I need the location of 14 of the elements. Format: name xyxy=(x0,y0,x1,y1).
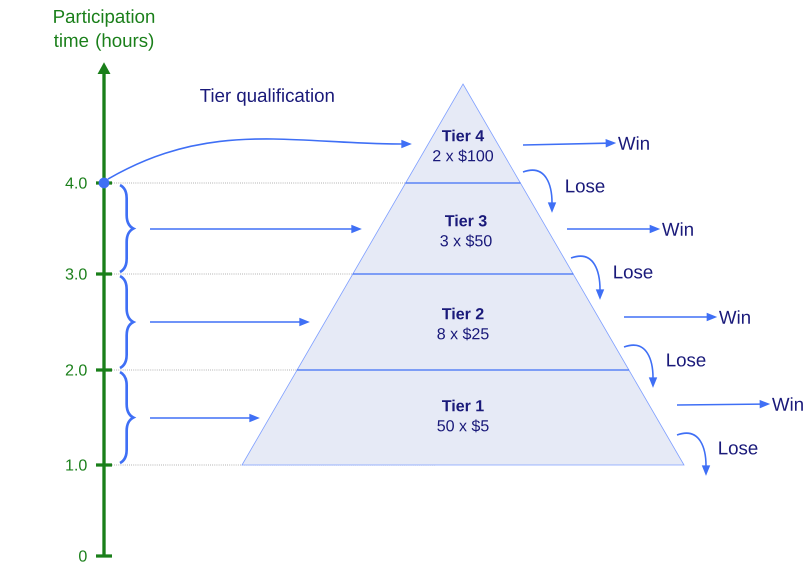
outcome-label: Win xyxy=(772,397,803,411)
tick-label: 2.0 xyxy=(66,364,87,376)
edge-label: Lose xyxy=(664,352,708,368)
axis-dot xyxy=(98,178,110,188)
heading: Tier qualification xyxy=(200,88,334,106)
outcome-label: Win xyxy=(618,136,649,150)
tick-label: 1.0 xyxy=(66,459,87,471)
tick-label: 4.0 xyxy=(65,177,87,189)
tick-label: 0 xyxy=(79,550,87,562)
tick-label: 3.0 xyxy=(66,268,87,280)
axis-title: Participation time (hours) xyxy=(54,9,154,51)
outcome-label: Win xyxy=(662,222,693,236)
outcome-label: Win xyxy=(719,310,750,324)
edge-label: Lose xyxy=(716,440,760,456)
